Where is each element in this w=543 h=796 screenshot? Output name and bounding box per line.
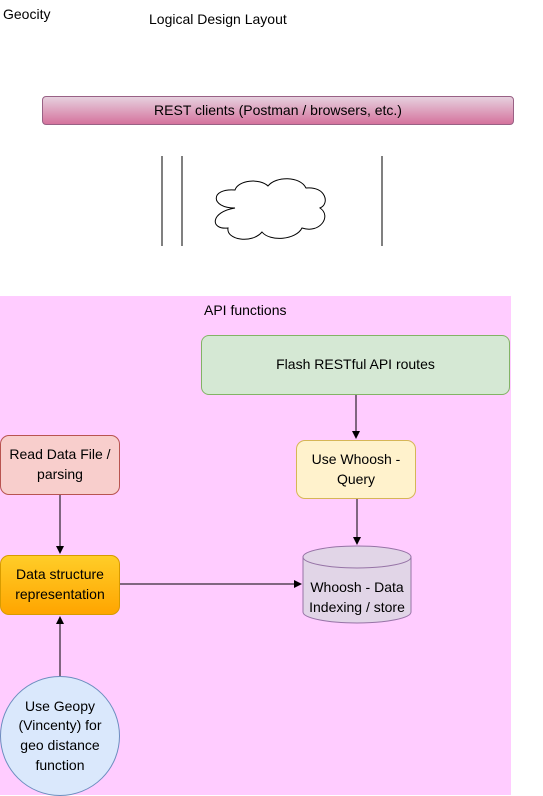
- geopy-label: Use Geopy (Vincenty) for geo distance fu…: [18, 697, 102, 773]
- geopy-node: Use Geopy (Vincenty) for geo distance fu…: [0, 676, 120, 796]
- data-structure-node: Data structure representation: [0, 555, 120, 615]
- flash-routes-node: Flash RESTful API routes: [201, 335, 510, 395]
- whoosh-index-cylinder: [302, 545, 412, 624]
- rest-clients-label: REST clients (Postman / browsers, etc.): [154, 101, 402, 118]
- whoosh-query-node: Use Whoosh - Query: [296, 440, 416, 499]
- whoosh-index-node: Whoosh - Data Indexing / store: [303, 568, 411, 628]
- diagram-title: Logical Design Layout: [149, 11, 287, 27]
- read-data-label: Read Data File / parsing: [9, 446, 111, 482]
- whoosh-index-label: Whoosh - Data Indexing / store: [309, 579, 405, 615]
- whoosh-query-label: Use Whoosh - Query: [311, 450, 401, 487]
- data-structure-label: Data structure representation: [15, 566, 105, 602]
- flash-routes-label: Flash RESTful API routes: [276, 356, 435, 373]
- read-data-node: Read Data File / parsing: [0, 435, 120, 495]
- corner-label: Geocity: [3, 6, 51, 22]
- api-functions-label: API functions: [204, 302, 287, 318]
- rest-clients-bar: REST clients (Postman / browsers, etc.): [42, 96, 514, 125]
- cloud-shape: [214, 178, 326, 240]
